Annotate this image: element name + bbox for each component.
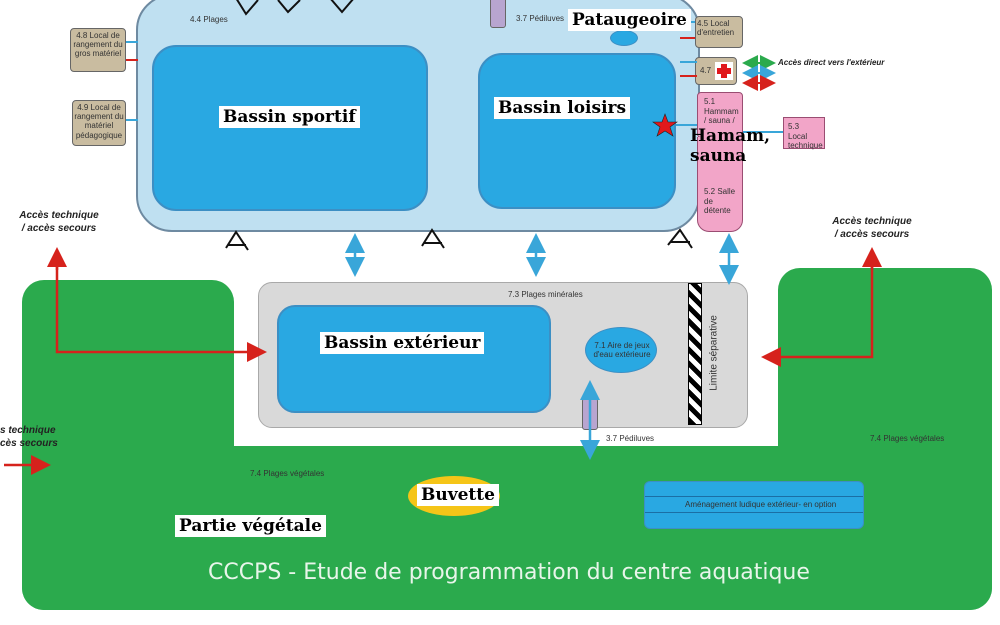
local-47-label: 4.7 xyxy=(700,66,712,75)
page-title: CCCPS - Etude de programmation du centre… xyxy=(208,560,810,585)
label-hamam-line2: sauna xyxy=(690,145,747,166)
note-tech-left-2: / accès secours xyxy=(21,223,97,234)
amenagement-ludique: Aménagement ludique extérieur- en option xyxy=(644,481,864,529)
note-direct-ext: Accès direct vers l'extérieur xyxy=(778,58,885,67)
label-bassin-sportif: Bassin sportif xyxy=(219,106,360,128)
label-plages-vegetales-right: 7.4 Plages végétales xyxy=(870,434,945,443)
note-tech-left-1: Accès technique xyxy=(19,210,99,221)
amenagement-label: Aménagement ludique extérieur- en option xyxy=(685,500,837,509)
label-hamam-line1: Hamam, xyxy=(690,126,770,146)
label-hamam: Hamam, sauna xyxy=(686,126,774,167)
note-tech-edge: s technique cès secours xyxy=(0,424,58,450)
label-pediluves-top: 3.7 Pédiluves xyxy=(516,14,565,23)
local-47: 4.7 xyxy=(695,57,737,85)
pool-sportif xyxy=(152,45,428,211)
pediluves-top xyxy=(490,0,506,28)
pink-connector xyxy=(697,137,743,177)
pool-exterieur xyxy=(277,305,551,413)
label-bassin-exterieur: Bassin extérieur xyxy=(320,332,485,354)
local-45: 4.5 Local d'entretien xyxy=(695,16,743,48)
note-tech-right-1: Accès technique xyxy=(832,216,912,227)
local-48: 4.8 Local de rangement du gros matériel xyxy=(70,28,126,72)
first-aid-icon xyxy=(715,62,733,80)
hammam-51: 5.1 Hammam / sauna / xyxy=(697,92,743,138)
aire-jeux-label: 7.1 Aire de jeux d'eau extérieure xyxy=(593,341,651,360)
note-tech-right: Accès technique / accès secours xyxy=(826,215,918,241)
note-tech-right-2: / accès secours xyxy=(834,229,910,240)
label-plages-vegetales-left: 7.4 Plages végétales xyxy=(250,469,325,478)
local-49: 4.9 Local de rangement du matériel pédag… xyxy=(72,100,126,146)
aire-jeux xyxy=(585,327,657,373)
note-tech-left: Accès technique / accès secours xyxy=(14,209,104,235)
hammam-51-label: 5.1 Hammam / sauna / xyxy=(704,97,739,126)
label-pediluves-bottom: 3.7 Pédiluves xyxy=(606,434,655,443)
note-tech-edge-2: cès secours xyxy=(0,438,58,449)
note-tech-edge-1: s technique xyxy=(0,425,56,436)
label-plages-minerales: 7.3 Plages minérales xyxy=(508,290,583,299)
label-pataugeoire: Pataugeoire xyxy=(568,9,691,31)
pool-loisirs xyxy=(478,53,676,209)
salle-52: 5.2 Salle de détente xyxy=(697,176,743,232)
star-icon xyxy=(652,113,678,137)
limite-separative: Limite séparative xyxy=(688,283,742,425)
label-bassin-loisirs: Bassin loisirs xyxy=(494,97,631,119)
label-buvette: Buvette xyxy=(417,484,499,506)
label-plages-44: 4.4 Plages xyxy=(190,15,228,24)
label-partie-vegetale: Partie végétale xyxy=(175,515,326,537)
salle-52-label: 5.2 Salle de détente xyxy=(704,187,736,216)
local-53: 5.3 Local technique xyxy=(783,117,825,150)
